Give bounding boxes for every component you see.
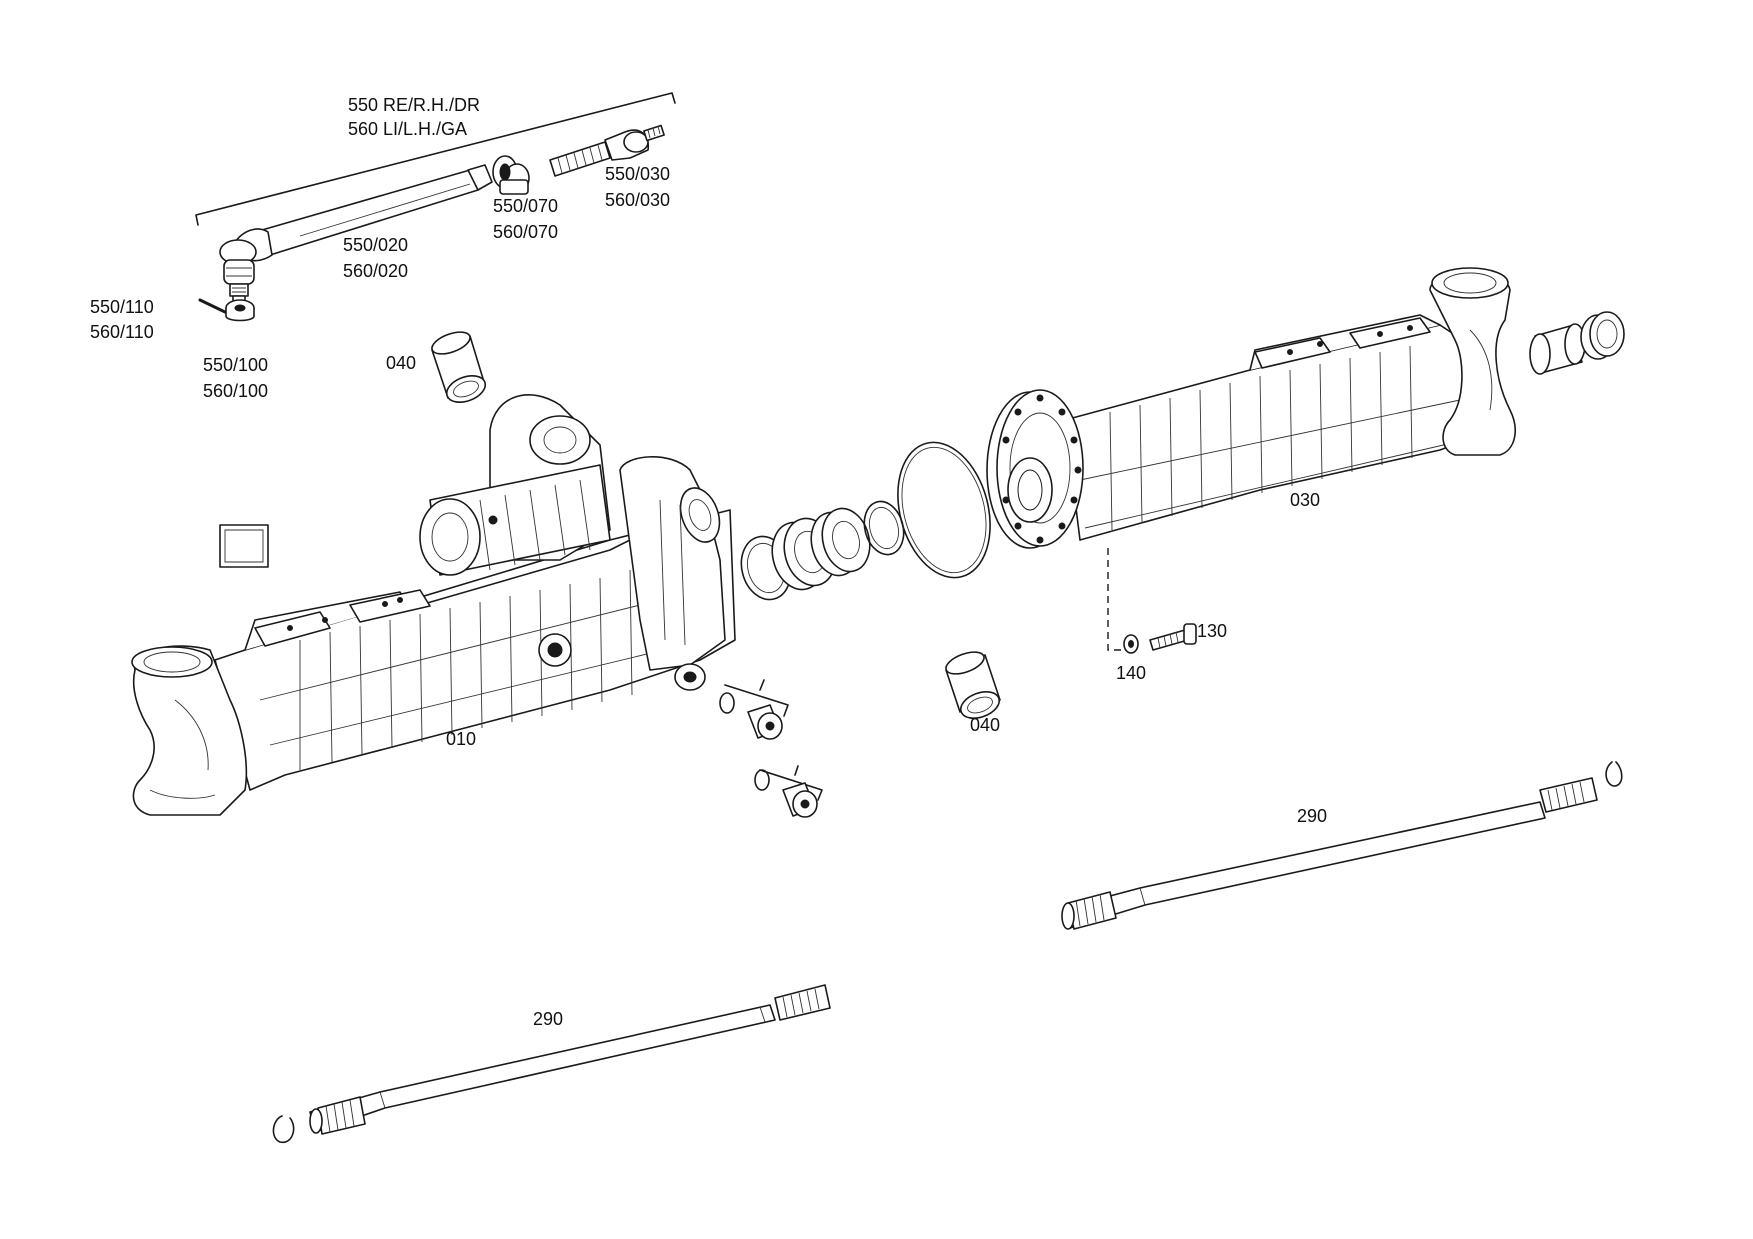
tie-rod-threaded-end: [549, 124, 665, 177]
label-560-070: 560/070: [493, 222, 558, 242]
label-290-right: 290: [1297, 806, 1327, 826]
label-010: 010: [446, 729, 476, 749]
o-ring: [897, 441, 991, 579]
label-140: 140: [1116, 663, 1146, 683]
label-290-left: 290: [533, 1009, 563, 1029]
needle-bearing-right: [1529, 323, 1586, 375]
label-tie-rod-left: 560 LI/L.H./GA: [348, 119, 467, 139]
bushing-bottom: [945, 651, 1001, 719]
snap-ring-right: [1605, 761, 1623, 787]
cotter-pin: [198, 298, 227, 314]
axle-shaft-right: [1061, 777, 1598, 930]
label-560-100: 560/100: [203, 381, 268, 401]
seal-ring-right: [1580, 311, 1625, 360]
label-560-110: 560/110: [90, 322, 154, 342]
label-tie-rod-right: 550 RE/R.H./DR: [348, 95, 480, 115]
label-550-030: 550/030: [605, 164, 670, 184]
bushing-top: [431, 331, 487, 403]
axle-housing-right: [986, 267, 1516, 651]
label-030: 030: [1290, 490, 1320, 510]
drain-plug-lower: [754, 765, 823, 818]
axle-housing-left: [131, 394, 736, 816]
tie-rod-ball-joint: [219, 228, 273, 311]
label-550-110: 550/110: [90, 297, 154, 317]
label-040-top: 040: [386, 353, 416, 373]
roller-bearing-2: [810, 507, 871, 577]
tie-rod-tube: [261, 164, 493, 256]
drain-plug-upper: [719, 679, 789, 740]
label-550-100: 550/100: [203, 355, 268, 375]
axle-shaft-left: [309, 984, 831, 1135]
part-labels: 550 RE/R.H./DR 560 LI/L.H./GA 550/030 56…: [90, 95, 1327, 1029]
label-560-030: 560/030: [605, 190, 670, 210]
label-560-020: 560/020: [343, 261, 408, 281]
label-550-070: 550/070: [493, 196, 558, 216]
bolt: [1149, 623, 1197, 651]
washer: [1123, 634, 1139, 654]
tie-rod-clamp: [492, 155, 530, 195]
snap-ring-left: [272, 1115, 295, 1144]
label-040-bottom: 040: [970, 715, 1000, 735]
label-130: 130: [1197, 621, 1227, 641]
castle-nut: [225, 299, 255, 322]
name-plate: [219, 524, 269, 568]
tie-rod-assembly: [195, 92, 676, 322]
label-550-020: 550/020: [343, 235, 408, 255]
